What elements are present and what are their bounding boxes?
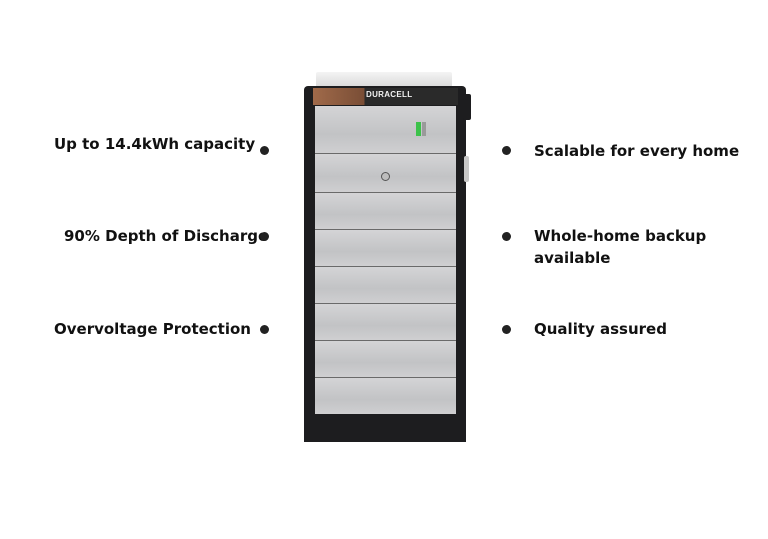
battery-panel: [315, 193, 456, 230]
feature-whole-home-backup: Whole-home backup available: [534, 227, 707, 267]
battery-panel: [315, 230, 456, 267]
battery-product-image: DURACELL: [304, 72, 471, 442]
battery-side-latch: [464, 156, 469, 182]
battery-base: [304, 414, 466, 442]
bullet-icon: [260, 325, 269, 334]
brand-logo: DURACELL: [366, 90, 413, 99]
bullet-icon: [502, 146, 511, 155]
bullet-icon: [260, 232, 269, 241]
battery-top-cap: [316, 72, 452, 88]
feature-capacity: Up to 14.4kWh capacity: [54, 135, 256, 153]
key-lock-icon: [381, 172, 390, 181]
battery-panel: [315, 304, 456, 341]
feature-overvoltage-protection: Overvoltage Protection: [54, 320, 251, 338]
battery-panel: [315, 106, 456, 154]
bullet-icon: [502, 325, 511, 334]
battery-level-icon: [416, 122, 430, 136]
battery-panel: [315, 267, 456, 304]
battery-top-band: [313, 88, 458, 105]
battery-side-handle: [463, 94, 471, 120]
feature-depth-of-discharge: 90% Depth of Discharge: [64, 227, 269, 245]
battery-panel: [315, 378, 456, 415]
battery-panel: [315, 341, 456, 378]
feature-quality-assured: Quality assured: [534, 320, 667, 338]
feature-scalable: Scalable for every home: [534, 142, 740, 160]
bullet-icon: [260, 146, 269, 155]
bullet-icon: [502, 232, 511, 241]
